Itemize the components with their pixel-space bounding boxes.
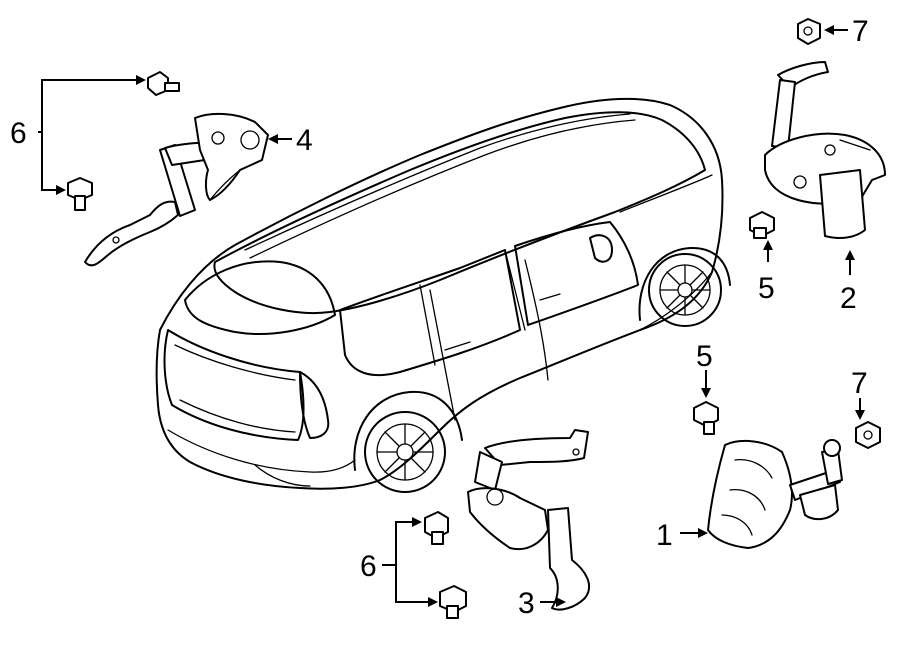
bolt-6-lower-b bbox=[439, 585, 467, 619]
vehicle-illustration bbox=[155, 97, 731, 493]
callout-6-upper: 6 bbox=[10, 117, 27, 150]
bolt-5-upper bbox=[749, 211, 775, 239]
callout-4: 4 bbox=[296, 124, 313, 157]
nut-7-top bbox=[797, 18, 821, 45]
callout-7-middle: 7 bbox=[851, 367, 868, 400]
bolt-5-middle bbox=[693, 401, 719, 435]
bolt-6-upper-b bbox=[67, 177, 93, 211]
callout-3: 3 bbox=[518, 587, 535, 620]
part-3-level-sensor bbox=[467, 429, 591, 611]
callout-7-top: 7 bbox=[852, 15, 869, 48]
callout-numbers: 6 4 7 5 2 5 7 1 6 3 bbox=[10, 15, 869, 620]
part-2-level-sensor bbox=[764, 61, 886, 239]
bolt-6-lower-a bbox=[424, 511, 449, 545]
callout-2: 2 bbox=[840, 282, 857, 315]
bolt-6-upper-a bbox=[147, 71, 180, 96]
callout-leaders bbox=[38, 25, 865, 607]
callout-1: 1 bbox=[656, 519, 673, 552]
nut-7-middle bbox=[855, 421, 881, 449]
callout-6-lower: 6 bbox=[360, 550, 377, 583]
callout-5-middle: 5 bbox=[696, 340, 713, 373]
callout-5-upper: 5 bbox=[758, 272, 775, 305]
part-1-level-sensor bbox=[707, 439, 843, 549]
part-4-level-sensor bbox=[84, 112, 269, 267]
